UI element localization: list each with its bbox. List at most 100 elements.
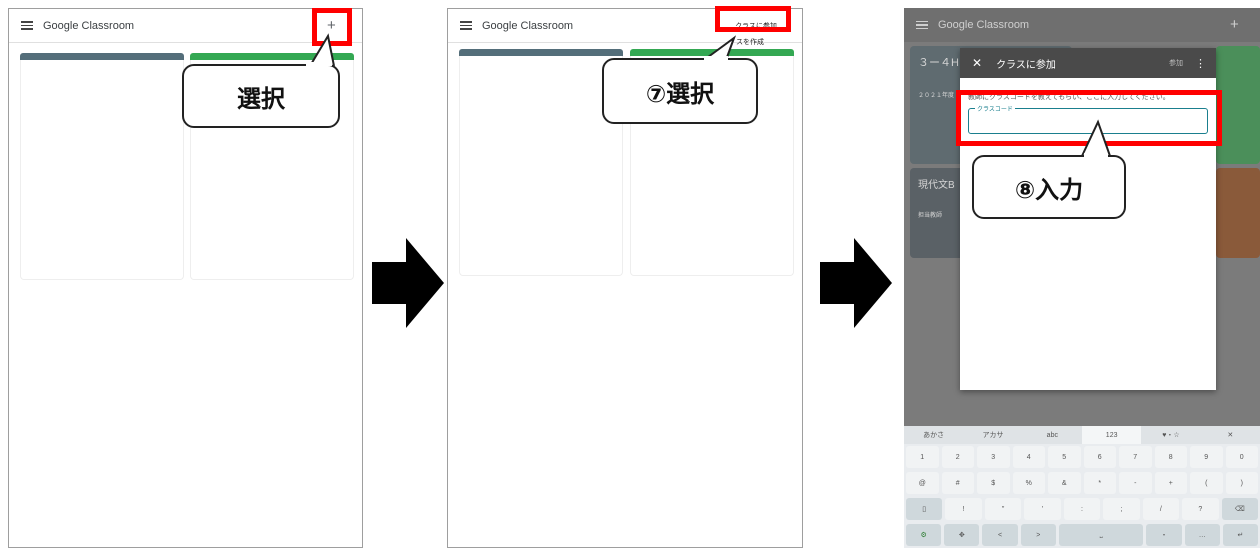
app-title: Google Classroom (482, 19, 574, 32)
callout-tail (309, 33, 335, 67)
background-class-card (1216, 46, 1260, 164)
key[interactable]: # (941, 472, 974, 494)
key[interactable]: ・ (1146, 524, 1182, 546)
key[interactable]: $ (977, 472, 1010, 494)
backspace-icon[interactable]: ⌫ (1221, 498, 1258, 520)
background-card-subtitle: ２０２１年度 (918, 93, 955, 99)
class-card-header[interactable] (459, 49, 623, 56)
app-bar-dimmed: Google Classroom + (904, 8, 1260, 42)
callout-tail-mask (1084, 153, 1108, 157)
class-card[interactable] (459, 56, 623, 276)
highlight-join-class (715, 6, 791, 32)
callout-tail (1081, 119, 1111, 157)
callout-tail-mask (704, 56, 728, 60)
keyboard-tab[interactable]: あかさ (923, 432, 945, 439)
keyboard-tab[interactable]: 123 (1081, 426, 1142, 444)
class-card-header[interactable] (20, 53, 184, 60)
key[interactable]: / (1142, 498, 1180, 520)
key[interactable]: 1 (906, 446, 939, 468)
keyboard-tab[interactable]: ♥・☆ (1162, 432, 1180, 439)
class-code-label: クラスコード (975, 104, 1015, 113)
menu-icon (916, 20, 928, 30)
key[interactable]: @ (906, 472, 939, 494)
key[interactable]: ( (1190, 472, 1223, 494)
dialog-instruction: 教師にクラスコードを教えてもらい、ここに入力してください。 (968, 94, 1170, 101)
keyboard-tab[interactable]: アカサ (982, 432, 1004, 439)
key[interactable]: ; (1103, 498, 1140, 520)
keyboard-close-icon[interactable]: ✕ (1227, 432, 1234, 439)
key[interactable]: " (984, 498, 1022, 520)
screen-step-3: Google Classroom + ３ー４H ２０２１年度 現代文B 担当教師… (904, 8, 1260, 548)
key[interactable]: ' (1024, 498, 1061, 520)
close-icon[interactable]: ✕ (972, 56, 983, 70)
callout-select: 選択 (182, 64, 340, 128)
app-bar: Google Classroom + (9, 9, 362, 43)
key[interactable]: 5 (1048, 446, 1081, 468)
key[interactable]: : (1063, 498, 1101, 520)
key[interactable]: 0 (1225, 446, 1258, 468)
key[interactable]: ! (945, 498, 982, 520)
keyboard-row: ▯ ! " ' : ; / ? ⌫ (904, 496, 1260, 522)
plus-icon[interactable]: + (327, 17, 336, 34)
key[interactable]: & (1048, 472, 1081, 494)
keyboard-tabs: あかさ アカサ abc 123 ♥・☆ ✕ (904, 426, 1260, 444)
callout-input-step8: ⑧入力 (972, 155, 1126, 219)
space-key[interactable]: ⎵ (1058, 524, 1144, 546)
class-card-header[interactable] (630, 49, 794, 56)
background-card-title: ３ー４H (918, 57, 959, 69)
key[interactable]: + (1154, 472, 1187, 494)
key[interactable]: 9 (1190, 446, 1223, 468)
background-card-title: 現代文B (918, 180, 955, 191)
class-card[interactable] (20, 60, 184, 280)
callout-tail-mask (306, 62, 332, 66)
keyboard-row: 1 2 3 4 5 6 7 8 9 0 (904, 444, 1260, 470)
callout-select-step7: ⑦選択 (602, 58, 758, 124)
key[interactable]: 7 (1119, 446, 1152, 468)
more-vert-icon[interactable]: ⋮ (1195, 57, 1206, 70)
app-bar: Google Classroom (448, 9, 802, 43)
keyboard-row: @ # $ % & * - + ( ) (904, 470, 1260, 496)
on-screen-keyboard: あかさ アカサ abc 123 ♥・☆ ✕ 1 2 3 4 5 6 7 8 9 … (904, 426, 1260, 548)
keyboard-tab[interactable]: abc (1046, 431, 1058, 439)
key[interactable]: … (1184, 524, 1220, 546)
key[interactable]: ▯ (906, 498, 943, 520)
keyboard-row: ⚙ ✥ < > ⎵ ・ … ↵ (904, 522, 1260, 548)
settings-icon[interactable]: ⚙ (906, 524, 942, 546)
key[interactable]: ) (1225, 472, 1258, 494)
key[interactable]: 6 (1083, 446, 1116, 468)
key[interactable]: 8 (1154, 446, 1187, 468)
class-card[interactable] (630, 56, 794, 276)
app-title: Google Classroom (43, 19, 135, 32)
callout-text: 選択 (237, 84, 285, 113)
key[interactable]: 3 (977, 446, 1010, 468)
menu-item-join-class[interactable]: クラスに参加 (735, 23, 777, 30)
app-title: Google Classroom (938, 19, 1030, 31)
class-card[interactable] (190, 60, 354, 280)
key[interactable]: * (1083, 472, 1116, 494)
class-card-header[interactable] (190, 53, 354, 60)
dialog-header: ✕ クラスに参加 参加 ⋮ (960, 48, 1216, 78)
menu-icon[interactable] (460, 21, 472, 30)
key[interactable]: % (1012, 472, 1045, 494)
key[interactable]: < (982, 524, 1018, 546)
key[interactable]: > (1020, 524, 1056, 546)
arrow-right-icon (820, 238, 892, 328)
key[interactable]: ? (1182, 498, 1219, 520)
join-button[interactable]: 参加 (1169, 60, 1183, 67)
callout-text: ⑧入力 (1014, 175, 1084, 204)
highlight-plus-button (312, 8, 352, 46)
callout-tail (703, 35, 737, 61)
dialog-title: クラスに参加 (996, 59, 1056, 71)
callout-text: ⑦選択 (645, 79, 715, 108)
class-code-input[interactable]: クラスコード (968, 104, 1208, 134)
plus-icon: + (1230, 16, 1239, 33)
move-cursor-icon[interactable]: ✥ (944, 524, 980, 546)
menu-item-create-class[interactable]: スを作成 (736, 39, 764, 46)
key[interactable]: 4 (1012, 446, 1045, 468)
arrow-right-icon (372, 238, 444, 328)
enter-icon[interactable]: ↵ (1222, 524, 1259, 546)
key[interactable]: 2 (941, 446, 974, 468)
menu-icon[interactable] (21, 21, 33, 30)
key[interactable]: - (1119, 472, 1152, 494)
